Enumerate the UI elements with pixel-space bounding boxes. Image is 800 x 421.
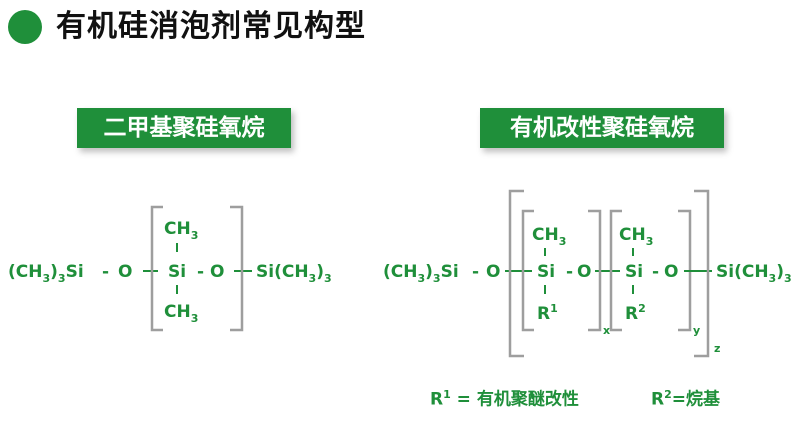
left-oxygen-2: O — [210, 262, 224, 282]
title-bullet-icon — [8, 10, 42, 44]
left-dash-2: - — [197, 262, 204, 282]
legend-r2-letter: R — [651, 389, 665, 410]
right-oxygen-2: O — [577, 262, 591, 282]
right-bracket-z-close — [694, 189, 710, 358]
dimethyl-polysiloxane-label: 二甲基聚硅氧烷 — [77, 108, 291, 148]
right-subscript-x: x — [603, 324, 610, 337]
right-dash-2: - — [566, 262, 573, 282]
legend-r2-index: 2 — [664, 388, 672, 401]
left-methyl-bottom: CH3 — [164, 302, 198, 325]
left-formula: (CH3)3Si - O Si CH3 CH3 - O Si(CH3)3 — [8, 205, 332, 332]
right-subscript-y: y — [693, 324, 700, 337]
right-subscript-z: z — [714, 342, 720, 355]
right-bracket-x-open — [521, 209, 534, 332]
left-oxygen-1: O — [118, 262, 132, 282]
legend-r2-text: =烷基 — [671, 389, 720, 410]
right-formula: (CH3)3Si - O Si CH3 R1 - O x Si CH3 R2 -… — [383, 189, 792, 358]
left-silicon: Si — [168, 262, 186, 282]
modified-polysiloxane-label: 有机改性聚硅氧烷 — [480, 108, 724, 148]
right-r2-group: R2 — [625, 302, 646, 324]
legend-r1-text: = 有机聚醚改性 — [450, 389, 579, 410]
right-oxygen-3: O — [664, 262, 678, 282]
right-bracket-x-close — [588, 209, 602, 332]
left-methyl-top: CH3 — [164, 219, 198, 242]
right-silicon-1: Si — [537, 262, 555, 282]
right-silicon-2: Si — [625, 262, 643, 282]
right-end-group-right: Si(CH3)3 — [716, 262, 792, 285]
right-r1-group: R1 — [537, 302, 558, 324]
right-methyl-1: CH3 — [532, 225, 566, 248]
right-oxygen-1: O — [486, 262, 500, 282]
left-dash-1: - — [102, 262, 109, 282]
legend-r1-index: 1 — [443, 388, 451, 401]
legend-r2: R2=烷基 — [651, 384, 720, 411]
legend-r1: R1 = 有机聚醚改性 — [430, 384, 579, 411]
right-dash-3: - — [652, 262, 659, 282]
left-bracket-open — [150, 205, 163, 332]
left-end-group-right: Si(CH3)3 — [256, 262, 332, 285]
right-methyl-2: CH3 — [619, 225, 653, 248]
right-bracket-z-open — [508, 189, 524, 358]
right-dash-1: - — [472, 262, 479, 282]
right-bracket-y-open — [609, 209, 622, 332]
page-title: 有机硅消泡剂常见构型 — [56, 9, 366, 44]
legend-r1-letter: R — [430, 389, 444, 410]
right-end-group: (CH3)3Si — [383, 262, 459, 285]
left-end-group: (CH3)3Si — [8, 262, 84, 285]
left-bracket-close — [230, 205, 244, 332]
